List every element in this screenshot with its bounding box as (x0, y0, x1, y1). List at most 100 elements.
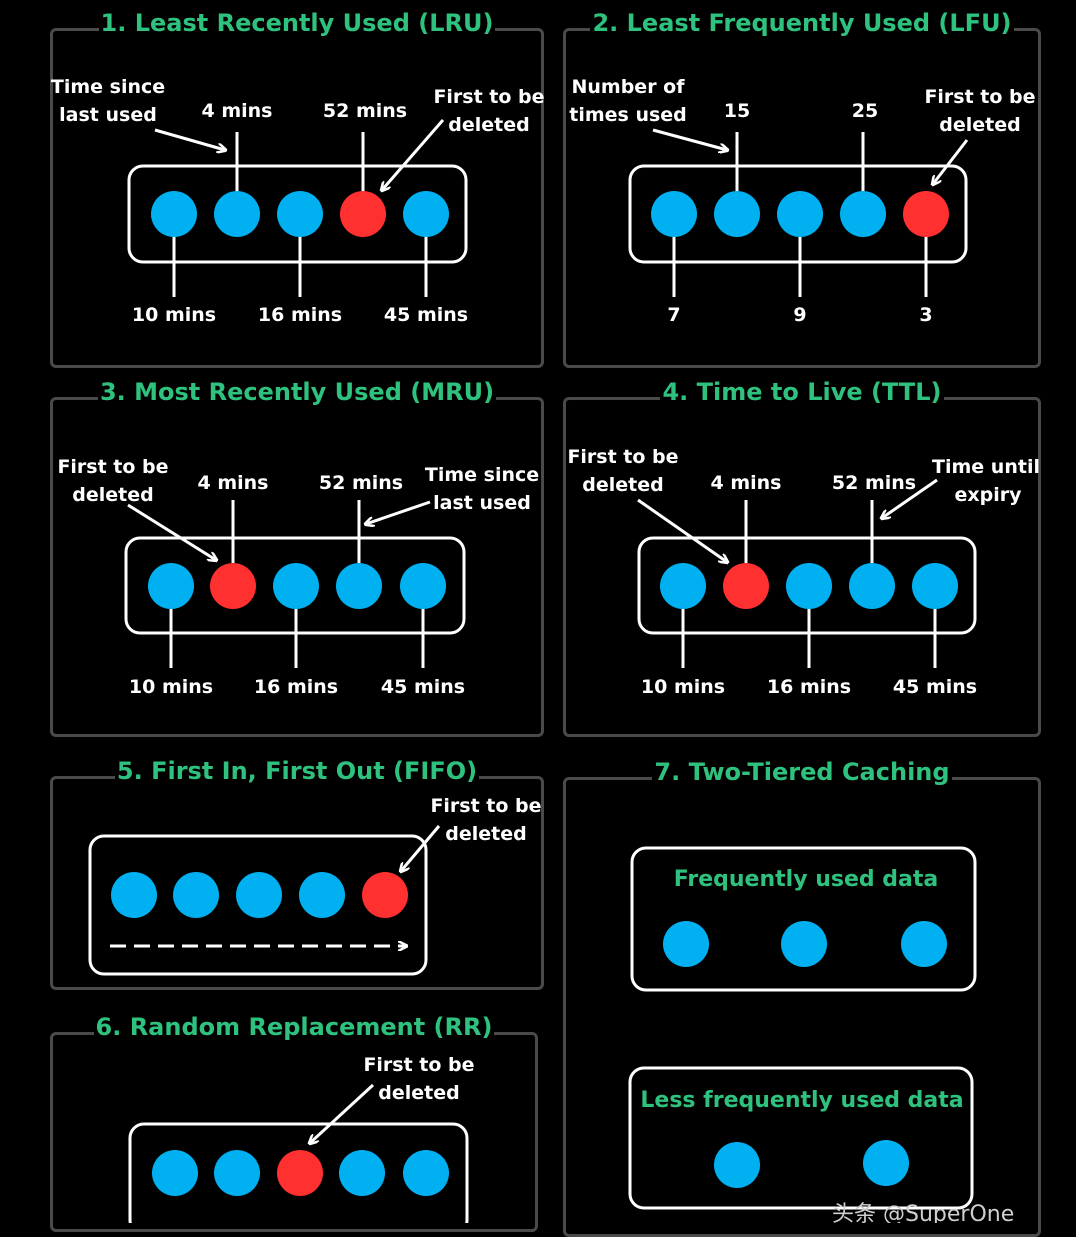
lfu-note-line1: Number of (571, 76, 685, 98)
rr-item-1 (152, 1150, 198, 1196)
lfu-top-label-1: 15 (724, 100, 750, 122)
panel-two-tier-title: 7. Two-Tiered Caching (652, 758, 952, 786)
fifo-deleted-line2: deleted (445, 823, 526, 845)
lru-diagram: Time since last used 4 mins 52 mins Firs… (51, 76, 545, 326)
lru-note-line1: Time since (51, 76, 165, 98)
fifo-deleted-line1: First to be (430, 795, 541, 817)
rr-item-2 (214, 1150, 260, 1196)
mru-deleted-line2: deleted (72, 484, 153, 506)
tier2-label: Less frequently used data (640, 1088, 963, 1113)
tier1-item-1 (663, 921, 709, 967)
lfu-deleted-line1: First to be (924, 86, 1035, 108)
lru-item-2 (214, 191, 260, 237)
rr-item-evict (277, 1150, 323, 1196)
fifo-item-evict (362, 872, 408, 918)
panel-mru-title: 3. Most Recently Used (MRU) (97, 378, 497, 406)
lru-deleted-line2: deleted (448, 114, 529, 136)
lfu-item-3 (777, 191, 823, 237)
ttl-item-3 (786, 563, 832, 609)
mru-bottom-label-1: 10 mins (129, 676, 213, 698)
lfu-bottom-label-3: 3 (919, 304, 932, 326)
tier2-item-2 (863, 1140, 909, 1186)
panel-fifo: 5. First In, First Out (FIFO) (50, 757, 544, 990)
ttl-deleted-line2: deleted (582, 474, 663, 496)
mru-top-label-2: 52 mins (319, 472, 403, 494)
mru-item-3 (273, 563, 319, 609)
mru-bottom-label-3: 45 mins (381, 676, 465, 698)
rr-deleted-line2: deleted (378, 1082, 459, 1104)
mru-item-5 (400, 563, 446, 609)
fifo-diagram: First to be deleted (88, 795, 542, 976)
tier2-box (628, 1066, 974, 1210)
panel-lru: 1. Least Recently Used (LRU) (50, 9, 544, 368)
fifo-item-1 (111, 872, 157, 918)
lru-item-5 (403, 191, 449, 237)
lfu-note-line2: times used (569, 104, 687, 126)
panel-fifo-title: 5. First In, First Out (FIFO) (114, 757, 480, 785)
lru-item-1 (151, 191, 197, 237)
mru-note-line1: Time since (425, 464, 539, 486)
panel-mru: 3. Most Recently Used (MRU) (50, 378, 544, 737)
panel-lru-title: 1. Least Recently Used (LRU) (98, 9, 496, 37)
mru-item-evict (210, 563, 256, 609)
ttl-note-line2: expiry (954, 484, 1022, 506)
lru-deleted-line1: First to be (433, 86, 544, 108)
mru-deleted-line1: First to be (57, 456, 168, 478)
ttl-item-5 (912, 563, 958, 609)
ttl-item-1 (660, 563, 706, 609)
mru-diagram: First to be deleted 4 mins 52 mins Time … (57, 456, 539, 698)
lru-cache-box (127, 164, 468, 264)
mru-item-1 (148, 563, 194, 609)
rr-diagram: First to be deleted (128, 1054, 475, 1223)
rr-cache-box (128, 1122, 469, 1223)
tier2-item-1 (714, 1142, 760, 1188)
panel-ttl: 4. Time to Live (TTL) (563, 378, 1041, 737)
fifo-item-4 (299, 872, 345, 918)
fifo-cache-box (88, 834, 428, 976)
lfu-item-4 (840, 191, 886, 237)
lru-top-label-2: 52 mins (323, 100, 407, 122)
panel-rr-title: 6. Random Replacement (RR) (93, 1013, 495, 1041)
lru-note-line2: last used (59, 104, 157, 126)
lfu-top-label-2: 25 (852, 100, 878, 122)
rr-item-5 (403, 1150, 449, 1196)
tier1-label: Frequently used data (674, 867, 938, 892)
ttl-diagram: First to be deleted 4 mins 52 mins Time … (567, 446, 1040, 698)
lfu-diagram: Number of times used 15 25 First to be d… (569, 76, 1035, 326)
lfu-deleted-line2: deleted (939, 114, 1020, 136)
rr-deleted-line1: First to be (363, 1054, 474, 1076)
fifo-item-3 (236, 872, 282, 918)
ttl-deleted-line1: First to be (567, 446, 678, 468)
ttl-top-label-2: 52 mins (832, 472, 916, 494)
lru-top-label-1: 4 mins (202, 100, 273, 122)
panel-lfu-title: 2. Least Frequently Used (LFU) (590, 9, 1014, 37)
mru-top-label-1: 4 mins (198, 472, 269, 494)
two-tier-diagram: Frequently used data Less frequently use… (628, 846, 977, 1210)
ttl-item-evict (723, 563, 769, 609)
watermark: 头条 @SuperOne (832, 1202, 1014, 1223)
ttl-item-4 (849, 563, 895, 609)
lfu-cache-box (628, 164, 968, 264)
lru-bottom-label-3: 45 mins (384, 304, 468, 326)
ttl-top-label-1: 4 mins (711, 472, 782, 494)
ttl-cache-box (637, 536, 977, 635)
lfu-item-evict (903, 191, 949, 237)
tier1-item-2 (781, 921, 827, 967)
lfu-item-1 (651, 191, 697, 237)
tier1-item-3 (901, 921, 947, 967)
lfu-item-2 (714, 191, 760, 237)
rr-item-4 (339, 1150, 385, 1196)
mru-bottom-label-2: 16 mins (254, 676, 338, 698)
ttl-bottom-label-2: 16 mins (767, 676, 851, 698)
lfu-bottom-label-2: 9 (793, 304, 806, 326)
mru-item-4 (336, 563, 382, 609)
lru-item-3 (277, 191, 323, 237)
panel-ttl-title: 4. Time to Live (TTL) (660, 378, 944, 406)
lfu-bottom-label-1: 7 (667, 304, 680, 326)
lru-item-evict (340, 191, 386, 237)
lru-bottom-label-1: 10 mins (132, 304, 216, 326)
fifo-item-2 (173, 872, 219, 918)
tier1-box (630, 846, 977, 992)
lru-bottom-label-2: 16 mins (258, 304, 342, 326)
